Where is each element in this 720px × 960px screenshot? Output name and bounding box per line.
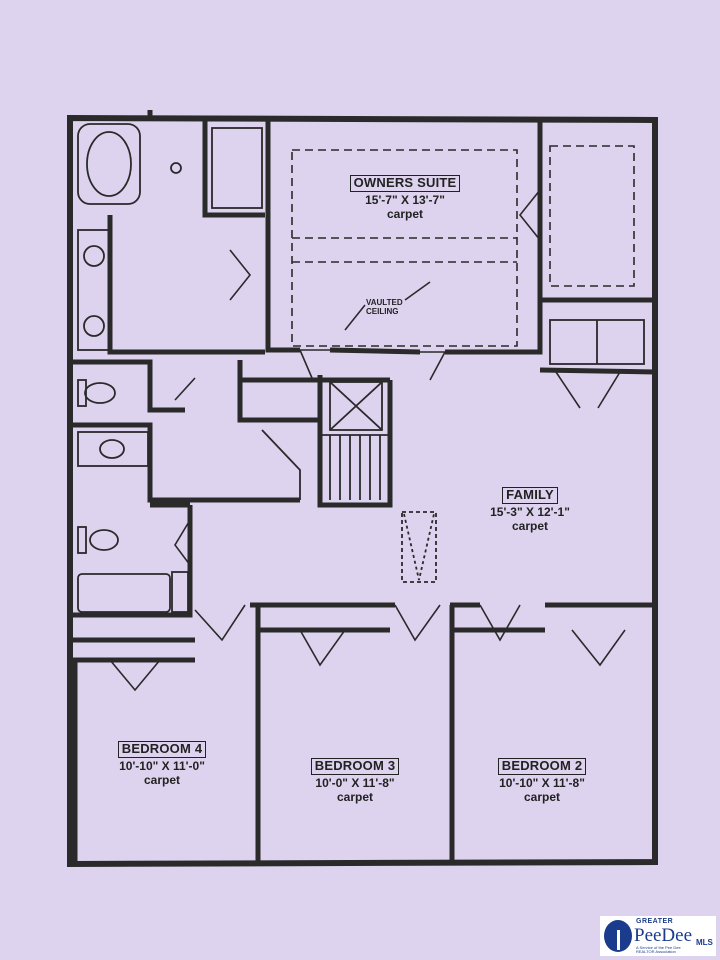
- bedroom2-label: BEDROOM 2 10'-10" X 11'-8" carpet: [472, 757, 612, 805]
- peedee-mls-logo: GREATER PeeDee MLS A Service of the Pee …: [600, 916, 716, 956]
- owners-suite-wall: [265, 120, 543, 355]
- room-dimensions: 10'-10" X 11'-8": [499, 776, 585, 791]
- door-swing: [479, 604, 521, 642]
- door-swing: [394, 604, 441, 642]
- room-flooring: carpet: [386, 207, 424, 222]
- bedroom-partition: [72, 605, 455, 864]
- vaulted-ceiling-outline: [291, 149, 518, 347]
- room-dimensions: 10'-0" X 11'-8": [315, 776, 395, 791]
- door-swing: [299, 629, 346, 667]
- palmetto-icon: [604, 920, 632, 952]
- stairs: [261, 429, 390, 500]
- room-name: BEDROOM 2: [497, 758, 587, 775]
- hall-vanity: [77, 431, 149, 467]
- room-dimensions: 15'-3" X 12'-1": [490, 505, 570, 520]
- hall-toilet: [89, 529, 119, 551]
- door-swing: [174, 519, 191, 566]
- bedroom3-label: BEDROOM 3 10'-0" X 11'-8" carpet: [285, 757, 425, 805]
- hall-sink: [99, 439, 125, 459]
- door-swing: [229, 249, 252, 301]
- family-wall: [150, 502, 193, 590]
- tub: [77, 123, 141, 205]
- shower: [211, 127, 263, 209]
- door-swing: [555, 371, 621, 409]
- room-flooring: carpet: [143, 773, 181, 788]
- attic-access: [401, 511, 437, 583]
- room-name: OWNERS SUITE: [349, 175, 461, 192]
- door-swing: [518, 189, 541, 241]
- vaulted-ceiling-label: VAULTED CEILING: [366, 298, 403, 316]
- hall-bath-wall: [70, 422, 300, 643]
- door-swing: [571, 629, 626, 667]
- vaulted-arrow: [344, 281, 431, 331]
- bedroom-top-wall: [70, 602, 655, 663]
- door-swing: [420, 351, 446, 381]
- door-swing: [299, 349, 330, 379]
- room-flooring: carpet: [523, 790, 561, 805]
- sink: [83, 245, 105, 267]
- door-swing: [174, 377, 196, 401]
- family-label: FAMILY 15'-3" X 12'-1" carpet: [460, 486, 600, 534]
- room-dimensions: 10'-10" X 11'-0": [119, 759, 205, 774]
- room-name: FAMILY: [502, 487, 558, 504]
- owners-suite-label: OWNERS SUITE 15'-7" X 13'-7" carpet: [320, 174, 490, 222]
- vanity: [77, 229, 111, 351]
- walk-in-closet-wall: [539, 297, 656, 375]
- toilet: [84, 382, 116, 404]
- tub-basin: [86, 131, 132, 197]
- room-flooring: carpet: [511, 519, 549, 534]
- room-dimensions: 15'-7" X 13'-7": [365, 193, 445, 208]
- room-flooring: carpet: [336, 790, 374, 805]
- hall-tub: [77, 573, 171, 613]
- door-swing: [109, 659, 161, 692]
- bedroom4-label: BEDROOM 4 10'-10" X 11'-0" carpet: [92, 740, 232, 788]
- room-name: BEDROOM 4: [117, 741, 207, 758]
- door-swing: [194, 604, 246, 642]
- chase: [329, 381, 383, 431]
- closet-outline: [549, 145, 635, 287]
- room-name: BEDROOM 3: [310, 758, 400, 775]
- stair-wall: [237, 360, 393, 508]
- sink: [83, 315, 105, 337]
- bedroom-closet-wall: [75, 627, 545, 643]
- master-bath-wall: [70, 110, 265, 413]
